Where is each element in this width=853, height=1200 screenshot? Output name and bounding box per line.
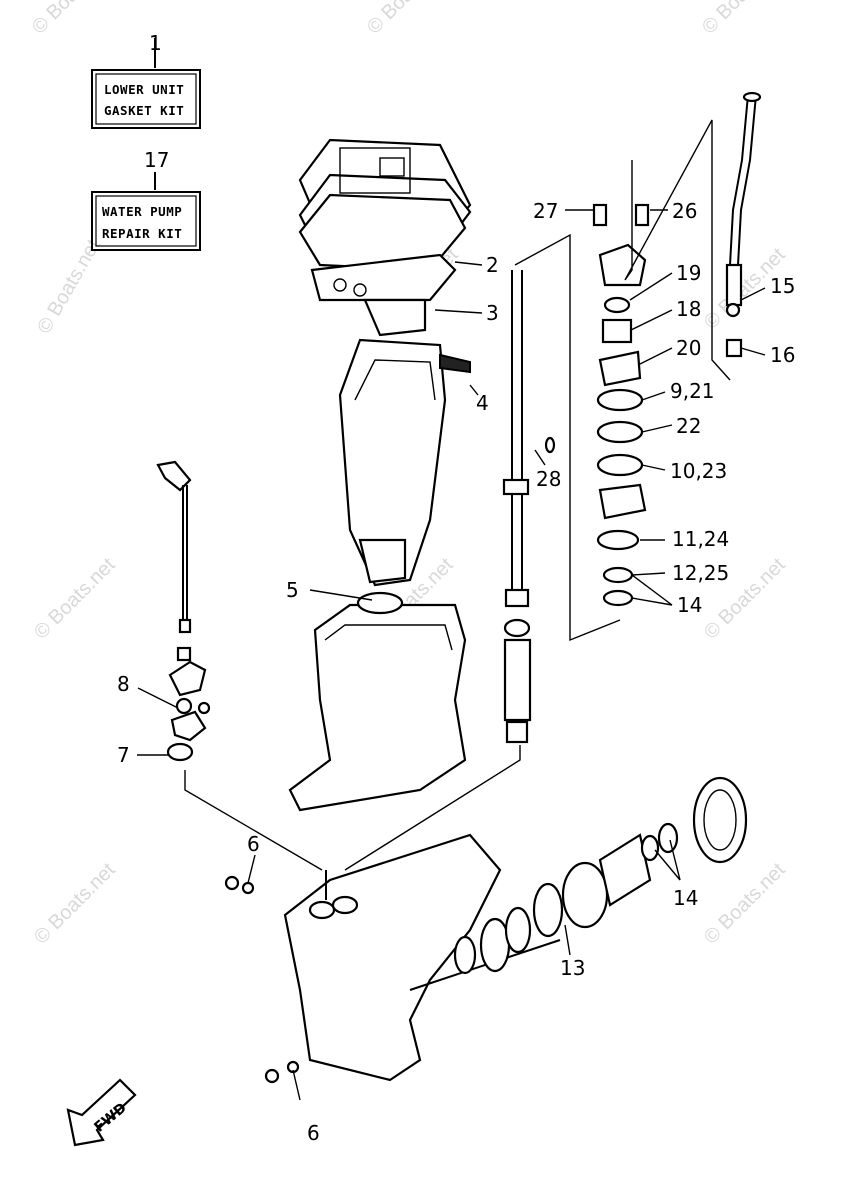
driveshaft-housing bbox=[338, 338, 471, 587]
callout-27: 27 bbox=[533, 199, 558, 223]
water-pump-assembly bbox=[592, 119, 731, 607]
callout-17: 17 bbox=[144, 148, 169, 172]
callouts: 2 3 4 5 6 6 7 8 9,21 10,23 11,24 12,25 1… bbox=[117, 199, 795, 1145]
drive-shaft bbox=[344, 233, 621, 871]
water-tube bbox=[725, 91, 762, 358]
kit-line: GASKET KIT bbox=[104, 103, 184, 118]
callout-12-25: 12,25 bbox=[672, 561, 729, 585]
watermark: © Boats.net bbox=[363, 0, 453, 39]
gear-case bbox=[283, 833, 502, 1082]
callout-4: 4 bbox=[476, 391, 489, 415]
fwd-arrow: FWD bbox=[66, 1078, 137, 1147]
callout-6: 6 bbox=[307, 1121, 320, 1145]
watermark: © Boats.net bbox=[30, 859, 120, 949]
callout-3: 3 bbox=[486, 301, 499, 325]
callout-28: 28 bbox=[536, 467, 561, 491]
seals bbox=[224, 875, 300, 1084]
kit-box-water-pump-repair: 17 WATER PUMP REPAIR KIT bbox=[91, 148, 201, 251]
watermark: © Boats.net bbox=[28, 0, 118, 39]
callout-15: 15 bbox=[770, 274, 795, 298]
watermark: © Boats.net bbox=[698, 0, 788, 39]
callout-7: 7 bbox=[117, 743, 130, 767]
callout-6: 6 bbox=[247, 832, 260, 856]
kit-line: LOWER UNIT bbox=[104, 82, 184, 97]
callout-5: 5 bbox=[286, 578, 299, 602]
callout-16: 16 bbox=[770, 343, 795, 367]
watermark: © Boats.net bbox=[700, 859, 790, 949]
lower-casing bbox=[288, 591, 467, 812]
callout-19: 19 bbox=[676, 261, 701, 285]
callout-11-24: 11,24 bbox=[672, 527, 729, 551]
callout-1: 1 bbox=[149, 31, 162, 55]
callout-18: 18 bbox=[676, 297, 701, 321]
upper-gasket-stack bbox=[298, 138, 472, 337]
callout-9-21: 9,21 bbox=[670, 379, 715, 403]
prop-shaft-assembly bbox=[409, 776, 748, 991]
callout-20: 20 bbox=[676, 336, 701, 360]
leader-lines bbox=[137, 209, 766, 1101]
callout-2: 2 bbox=[486, 253, 499, 277]
callout-14: 14 bbox=[677, 593, 702, 617]
shift-rod bbox=[156, 460, 323, 871]
watermark: © Boats.net bbox=[30, 554, 120, 644]
callout-10-23: 10,23 bbox=[670, 459, 727, 483]
kit-box-lower-unit-gasket: 1 LOWER UNIT GASKET KIT bbox=[91, 31, 201, 129]
kit-line: WATER PUMP bbox=[102, 204, 182, 219]
callout-8: 8 bbox=[117, 672, 130, 696]
callout-13: 13 bbox=[560, 956, 585, 980]
callout-26: 26 bbox=[672, 199, 697, 223]
kit-line: REPAIR KIT bbox=[102, 226, 182, 241]
callout-22: 22 bbox=[676, 414, 701, 438]
callout-14: 14 bbox=[673, 886, 698, 910]
